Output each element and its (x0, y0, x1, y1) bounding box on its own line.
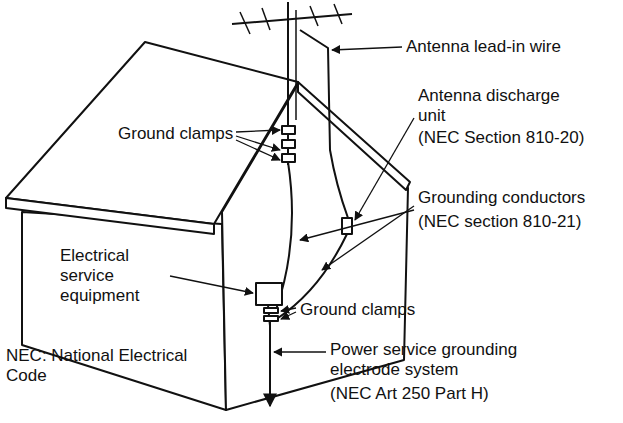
leader-line (170, 276, 253, 293)
callout-label: Power service grounding electrode system (330, 340, 545, 380)
leader-line (236, 140, 280, 160)
ground-clamp (264, 316, 278, 321)
callout-label: Grounding conductors (418, 188, 618, 208)
roof (6, 42, 298, 224)
service-equipment (256, 283, 282, 305)
side-wall (22, 212, 226, 410)
callout-label: (NEC section 810-21) (418, 212, 618, 232)
mast-support (295, 10, 297, 120)
leader-line (236, 130, 280, 132)
gable-trim (298, 82, 410, 190)
antenna-boom (232, 14, 352, 24)
ground-clamp (282, 154, 295, 162)
lead-in-wire (300, 30, 348, 218)
callout-label: Ground clamps (300, 300, 440, 320)
ground-clamp (282, 126, 295, 134)
callout-label: Electrical service equipment (60, 246, 175, 306)
callout-label: Antenna lead-in wire (406, 37, 616, 57)
callout-label: NEC: National Electrical Code (6, 346, 206, 386)
callout-label: Antenna discharge unit (418, 86, 578, 126)
antenna-element (334, 4, 342, 24)
callout-label: Ground clamps (118, 124, 236, 144)
leader-line (322, 206, 414, 270)
roof-edge (6, 198, 214, 234)
ground-clamp (264, 308, 278, 313)
leader-line (332, 47, 402, 50)
ground-clamp (282, 140, 295, 148)
grounding-electrode (269, 321, 271, 406)
leader-line (300, 210, 414, 240)
discharge-unit (342, 218, 352, 234)
antenna-element (262, 8, 270, 30)
leader-line (281, 308, 296, 311)
antenna-element (240, 12, 250, 34)
leader-line (274, 351, 326, 352)
callout-label: (NEC Art 250 Part H) (330, 384, 530, 404)
leader-line (355, 118, 414, 220)
leader-line (281, 312, 296, 319)
antenna-element (310, 6, 318, 26)
callout-label: (NEC Section 810-20) (418, 128, 618, 148)
